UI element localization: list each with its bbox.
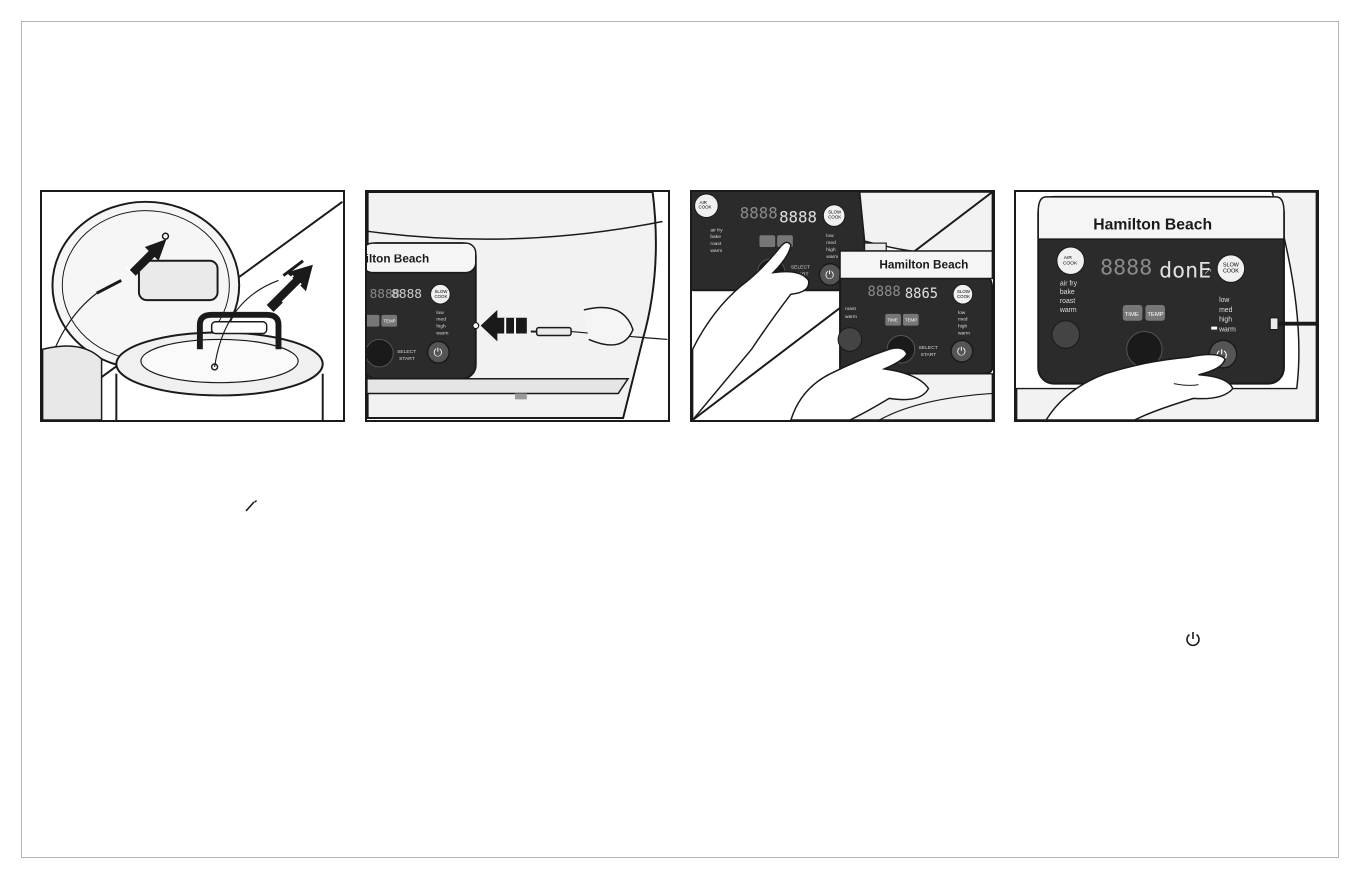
slow-cook-label-bottom: COOK (434, 294, 447, 299)
svg-text:SLOW: SLOW (1223, 263, 1240, 269)
svg-text:air fry: air fry (1060, 280, 1078, 287)
svg-text:TEMP: TEMP (383, 319, 395, 324)
svg-text:COOK: COOK (699, 205, 712, 210)
svg-text:low: low (958, 310, 966, 316)
svg-text:COOK: COOK (1063, 261, 1078, 267)
set-temp-svg: AIR COOK 8888 8888 ⸕ SLOW COOK air fry b… (692, 192, 993, 420)
svg-text:START: START (399, 356, 415, 362)
svg-text:air fry: air fry (710, 227, 723, 233)
svg-text:med: med (436, 317, 446, 323)
illustration-set-temp: AIR COOK 8888 8888 ⸕ SLOW COOK air fry b… (690, 190, 995, 422)
illustration-lid-probe-insert (40, 190, 345, 422)
plug-jack-svg: ilton Beach 8888 8888 SLOW COOK low med … (367, 192, 668, 420)
probe-icon (245, 500, 257, 512)
svg-text:SELECT: SELECT (397, 349, 416, 355)
svg-text:roast: roast (710, 241, 722, 247)
svg-text:warm: warm (1059, 307, 1077, 314)
display-done: donE (1159, 259, 1211, 284)
svg-text:warm: warm (958, 331, 970, 337)
svg-text:roast: roast (845, 306, 857, 312)
svg-text:TEMP: TEMP (905, 318, 917, 323)
svg-text:8888: 8888 (1100, 256, 1152, 281)
svg-text:bake: bake (710, 234, 721, 240)
arrow-left-icon (480, 309, 527, 342)
power-icon (1186, 632, 1200, 647)
svg-text:SELECT: SELECT (791, 265, 810, 271)
svg-text:AIR: AIR (700, 200, 707, 205)
svg-text:Hamilton Beach: Hamilton Beach (879, 259, 968, 272)
page-border (21, 21, 1339, 858)
svg-text:TEMP: TEMP (1147, 312, 1163, 318)
svg-text:med: med (958, 317, 968, 323)
svg-text:AIR: AIR (1064, 255, 1073, 261)
svg-text:COOK: COOK (957, 294, 970, 299)
svg-text:warm: warm (710, 248, 722, 254)
svg-text:warm: warm (826, 254, 838, 260)
svg-text:high: high (1219, 317, 1232, 324)
svg-text:warm: warm (1218, 327, 1236, 334)
slow-cook-label-top: SLOW (434, 289, 448, 294)
svg-text:8888: 8888 (779, 207, 817, 226)
display-left: 8888 (370, 287, 401, 302)
svg-text:8888: 8888 (740, 204, 778, 223)
brand-logo-text: ilton Beach (367, 253, 429, 266)
brand-logo: Hamilton Beach (1093, 216, 1212, 233)
svg-text:COOK: COOK (1223, 269, 1239, 275)
svg-text:warm: warm (845, 314, 857, 320)
done-power-svg: Hamilton Beach AIR COOK air fry bake roa… (1016, 192, 1317, 420)
svg-text:SLOW: SLOW (957, 289, 971, 294)
svg-text:bake: bake (1060, 289, 1075, 296)
svg-text:med: med (1219, 307, 1233, 314)
arrow-insert-icon (124, 239, 167, 278)
svg-text:low: low (436, 310, 444, 316)
svg-text:8888: 8888 (868, 284, 901, 300)
svg-text:med: med (826, 240, 836, 246)
svg-text:⏻: ⏻ (825, 269, 834, 281)
svg-text:SELECT: SELECT (919, 345, 938, 351)
svg-text:low: low (1219, 297, 1229, 304)
svg-text:high: high (826, 247, 836, 253)
svg-text:warm: warm (436, 331, 448, 337)
power-icon: ⏻ (1216, 348, 1227, 363)
svg-text:low: low (826, 233, 834, 239)
svg-text:high: high (436, 324, 446, 330)
power-icon: ⏻ (433, 347, 442, 359)
display-right: 8888 (391, 287, 422, 302)
lid-probe-svg (42, 200, 343, 420)
svg-text:high: high (958, 324, 968, 330)
svg-text:⏻: ⏻ (957, 346, 966, 358)
probe-icon: ⸕ (1203, 265, 1212, 278)
illustration-done-power: Hamilton Beach AIR COOK air fry bake roa… (1014, 190, 1319, 422)
svg-text:COOK: COOK (828, 215, 841, 220)
svg-text:START: START (921, 352, 937, 358)
svg-text:TIME: TIME (887, 318, 898, 323)
svg-text:SLOW: SLOW (828, 210, 842, 215)
illustration-probe-plug-jack: ilton Beach 8888 8888 SLOW COOK low med … (365, 190, 670, 422)
svg-text:roast: roast (1060, 298, 1075, 305)
svg-text:TIME: TIME (1125, 312, 1139, 318)
display-165: 8865 (905, 286, 938, 302)
